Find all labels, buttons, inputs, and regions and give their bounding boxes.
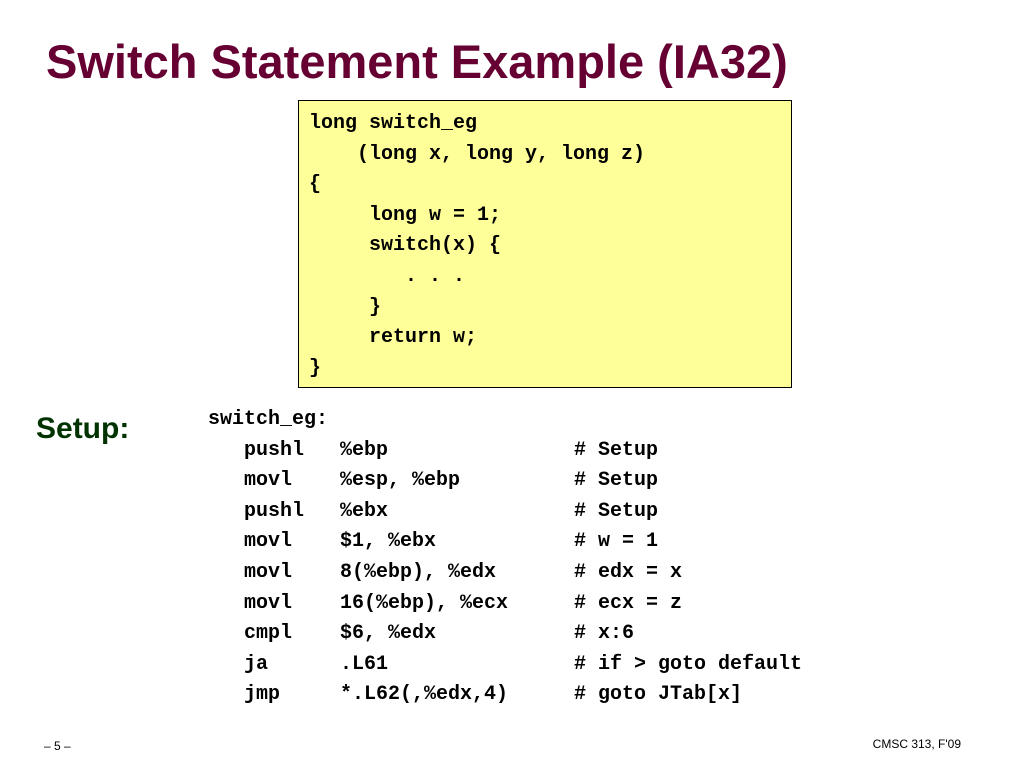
c-code-line: return w; — [309, 326, 478, 350]
c-code-line: switch(x) { — [309, 234, 502, 258]
c-code-line: } — [309, 356, 322, 380]
c-code-line: long w = 1; — [309, 203, 502, 227]
asm-comment: # x:6 — [574, 622, 635, 646]
asm-instruction-row: jmp *.L62(,%edx,4) # goto JTab[x] — [208, 680, 802, 711]
slide-title: Switch Statement Example (IA32) — [46, 35, 788, 88]
asm-instruction-row: movl %esp, %ebp # Setup — [208, 466, 802, 497]
asm-comment: # Setup — [574, 499, 659, 523]
c-code-line: (long x, long y, long z) — [309, 142, 646, 166]
c-code-line: . . . — [309, 264, 466, 288]
asm-operands: $6, %edx — [340, 622, 437, 646]
asm-opcode: movl — [244, 469, 293, 493]
asm-comment: # ecx = z — [574, 591, 683, 615]
asm-comment: # w = 1 — [574, 530, 659, 554]
c-code-box: long switch_eg (long x, long y, long z) … — [298, 100, 792, 388]
asm-instruction-row: movl $1, %ebx # w = 1 — [208, 527, 802, 558]
asm-comment: # edx = x — [574, 560, 683, 584]
asm-function-label: switch_eg: — [208, 408, 329, 431]
asm-operands: 16(%ebp), %ecx — [340, 591, 509, 615]
asm-comment: # Setup — [574, 469, 659, 493]
asm-operands: %ebx — [340, 499, 389, 523]
asm-operands: $1, %ebx — [340, 530, 437, 554]
assembly-listing: switch_eg: pushl %ebp # Setup movl %esp, %e… — [208, 405, 802, 711]
c-code-line: long switch_eg — [309, 112, 478, 135]
asm-opcode: movl — [244, 560, 293, 584]
asm-instruction-row: pushl %ebp # Setup — [208, 436, 802, 467]
asm-comment: # if > goto default — [574, 652, 803, 676]
asm-opcode: jmp — [244, 683, 281, 707]
asm-opcode: pushl — [244, 499, 305, 523]
asm-instruction-row: ja .L61 # if > goto default — [208, 650, 802, 681]
page-number: – 5 – — [44, 739, 71, 753]
asm-operands: %ebp — [340, 438, 389, 462]
asm-operands: .L61 — [340, 652, 389, 676]
asm-opcode: cmpl — [244, 622, 293, 646]
course-footer: CMSC 313, F'09 — [872, 737, 961, 751]
asm-opcode: ja — [244, 652, 269, 676]
asm-operands: %esp, %ebp — [340, 469, 461, 493]
c-code-line: { — [309, 173, 322, 197]
asm-opcode: pushl — [244, 438, 305, 462]
asm-instruction-row: movl 16(%ebp), %ecx # ecx = z — [208, 589, 802, 620]
asm-opcode: movl — [244, 591, 293, 615]
asm-operands: 8(%ebp), %edx — [340, 560, 497, 584]
asm-instruction-row: pushl %ebx # Setup — [208, 497, 802, 528]
asm-instruction-row: cmpl $6, %edx # x:6 — [208, 619, 802, 650]
asm-operands: *.L62(,%edx,4) — [340, 683, 509, 707]
asm-opcode: movl — [244, 530, 293, 554]
setup-label: Setup: — [36, 412, 130, 445]
asm-comment: # goto JTab[x] — [574, 683, 743, 707]
asm-comment: # Setup — [574, 438, 659, 462]
c-code-line: } — [309, 295, 382, 319]
asm-instruction-row: movl 8(%ebp), %edx # edx = x — [208, 558, 802, 589]
